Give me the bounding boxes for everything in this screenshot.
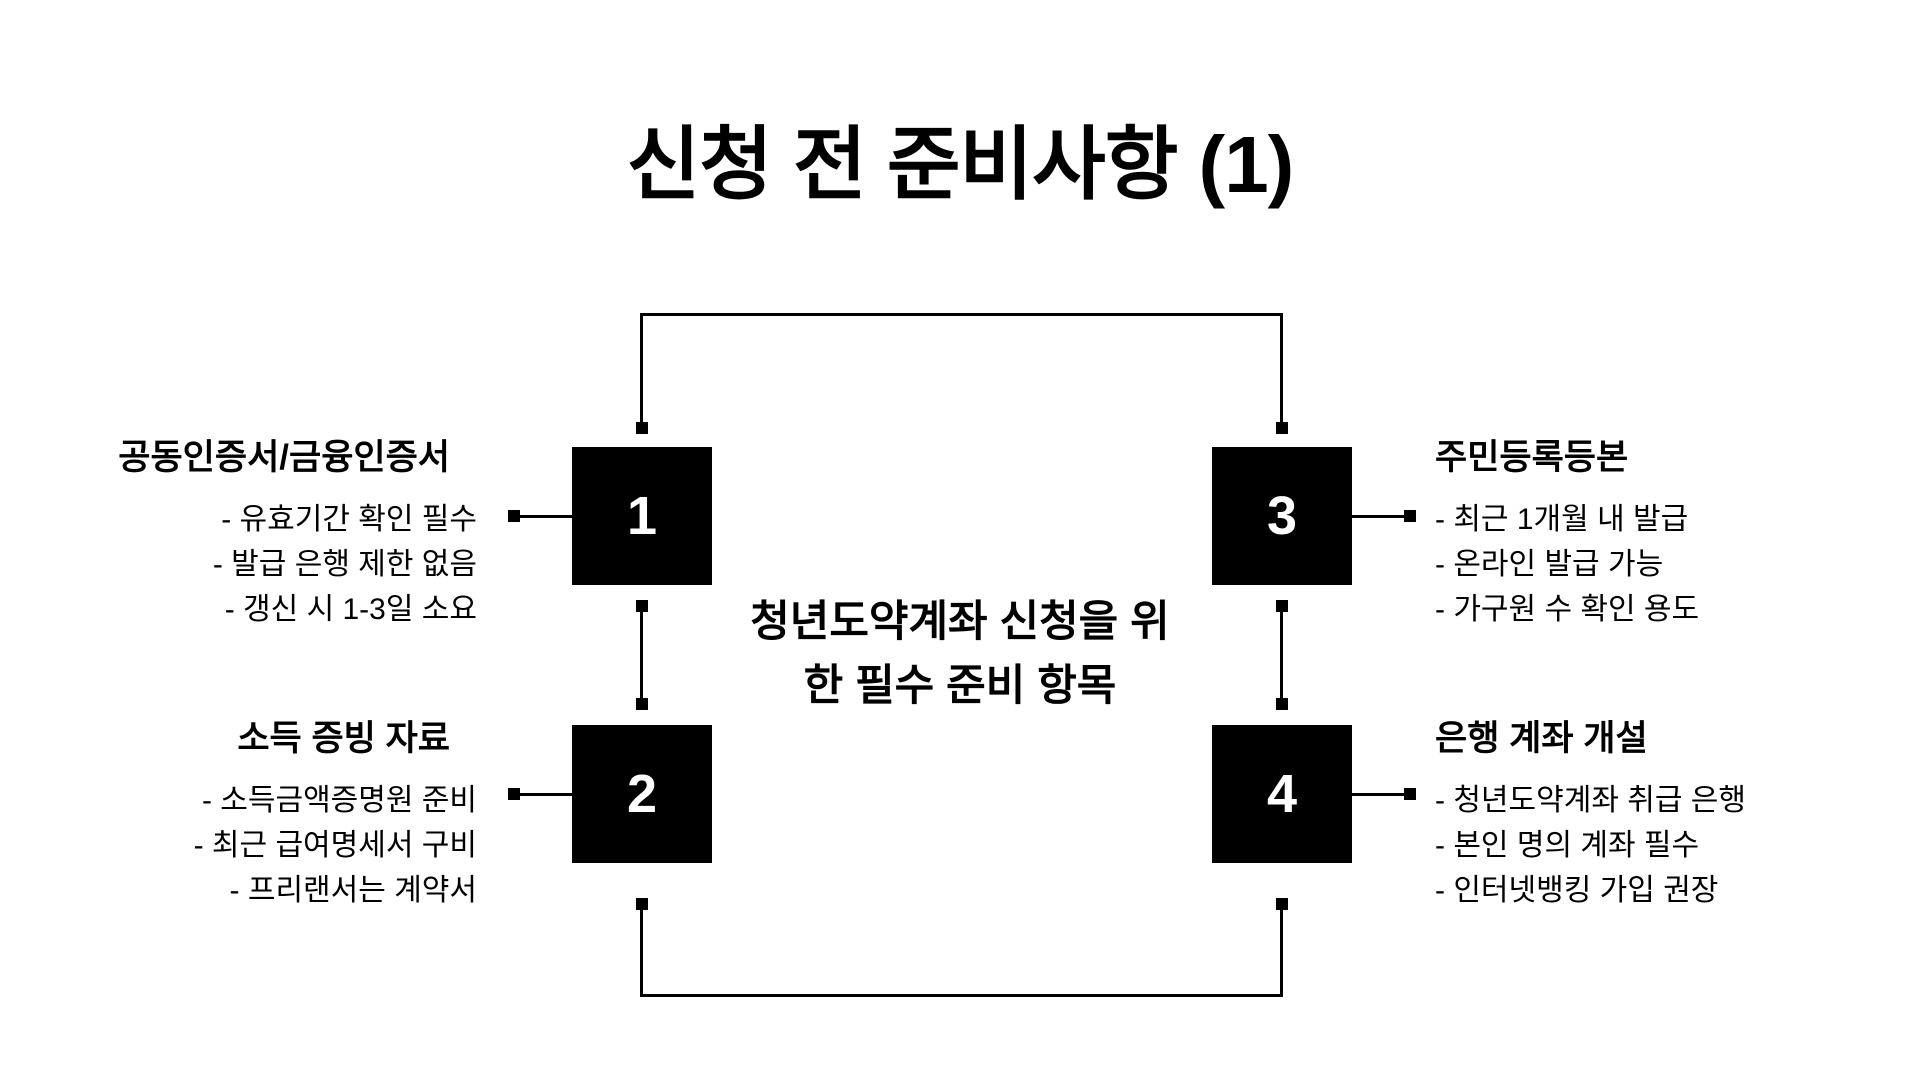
connector-box1-to-text [518,515,572,518]
step-2-point-1: - 소득금액증명원 준비 [201,784,477,817]
step-1-point-1: - 유효기간 확인 필수 [221,503,477,536]
connector-bottom-left-vertical [640,904,643,997]
step-3-title: 주민등록등본 [1435,438,1629,477]
step-box-1: 1 [572,447,712,585]
arrowhead-square [1276,898,1288,910]
arrowhead-square [1276,698,1288,710]
page-title: 신청 전 준비사항 (1) [626,120,1295,209]
arrowhead-square [508,510,520,522]
step-4-info: 은행 계좌 개설 - 청년도약계좌 취급 은행 - 본인 명의 계좌 필수 - … [1435,718,1895,913]
arrowhead-square [508,788,520,800]
step-2-point-3: - 프리랜서는 계약서 [229,874,477,907]
step-3-info: 주민등록등본 - 최근 1개월 내 발급 - 온라인 발급 가능 - 가구원 수… [1435,437,1895,632]
arrowhead-square [1404,788,1416,800]
arrowhead-square [636,698,648,710]
connector-top-left-vertical [640,313,643,427]
step-2-info: 소득 증빙 자료 - 소득금액증명원 준비 - 최근 급여명세서 구비 - 프리… [57,718,477,913]
connector-right-middle-vertical [1280,606,1283,704]
step-4-point-3: - 인터넷뱅킹 가입 권장 [1435,874,1719,907]
connector-left-middle-vertical [640,606,643,704]
connector-top-right-vertical [1280,313,1283,427]
center-note-line-2: 한 필수 준비 항목 [803,662,1117,710]
step-box-3: 3 [1212,447,1352,585]
arrowhead-square [636,600,648,612]
step-3-point-3: - 가구원 수 확인 용도 [1435,593,1700,626]
connector-bottom-right-vertical [1280,904,1283,997]
arrowhead-square [1404,510,1416,522]
connector-bottom-horizontal [640,994,1283,997]
center-note-line-1: 청년도약계좌 신청을 위 [750,598,1170,646]
step-1-info: 공동인증서/금융인증서 - 유효기간 확인 필수 - 발급 은행 제한 없음 -… [57,437,477,632]
step-4-title: 은행 계좌 개설 [1435,719,1648,758]
connector-box3-to-text [1352,515,1406,518]
step-box-2: 2 [572,725,712,863]
arrowhead-square [636,422,648,434]
step-4-point-1: - 청년도약계좌 취급 은행 [1435,784,1746,817]
step-3-point-2: - 온라인 발급 가능 [1435,548,1664,581]
step-3-point-1: - 최근 1개월 내 발급 [1435,503,1689,536]
step-1-point-3: - 갱신 시 1-3일 소요 [224,593,477,626]
connector-top-horizontal [640,313,1283,316]
connector-box4-to-text [1352,793,1406,796]
step-1-point-2: - 발급 은행 제한 없음 [212,548,477,581]
arrowhead-square [1276,422,1288,434]
center-note: 청년도약계좌 신청을 위 한 필수 준비 항목 [660,590,1260,718]
connector-box2-to-text [518,793,572,796]
step-1-title: 공동인증서/금융인증서 [118,438,450,477]
arrowhead-square [1276,600,1288,612]
arrowhead-square [636,898,648,910]
step-2-point-2: - 최근 급여명세서 구비 [193,829,477,862]
step-2-title: 소득 증빙 자료 [237,719,450,758]
step-box-4: 4 [1212,725,1352,863]
step-4-point-2: - 본인 명의 계좌 필수 [1435,829,1700,862]
